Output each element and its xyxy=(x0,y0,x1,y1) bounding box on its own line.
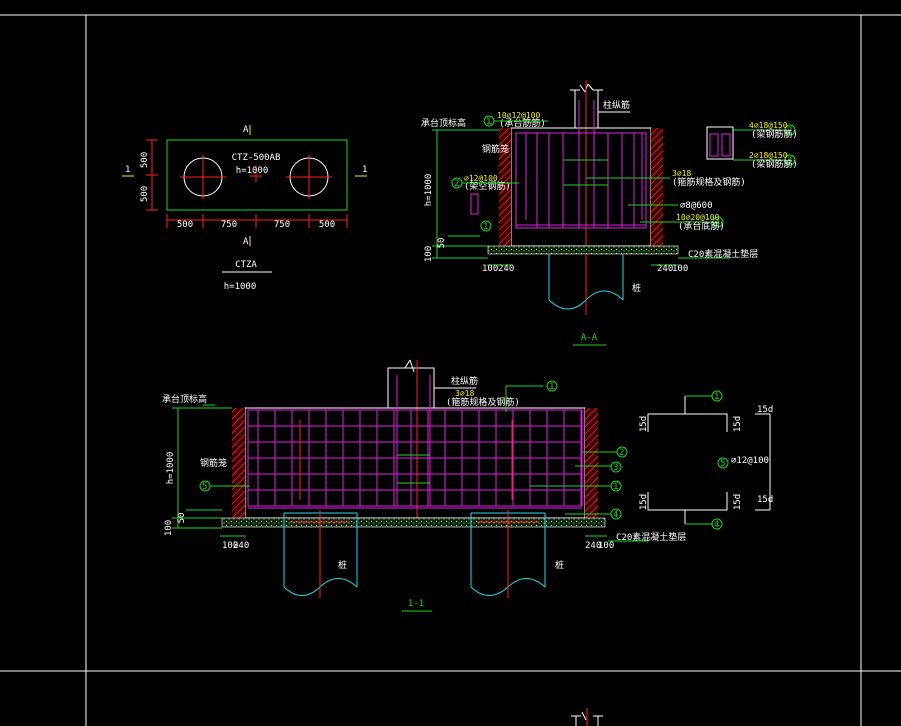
aa-note-3b: (箍筋规格及钢筋) xyxy=(672,176,746,188)
detail-dim-4: 15d xyxy=(639,494,649,510)
s11-marker-2: 2 xyxy=(619,448,624,458)
aa-note-6b: (梁钢筋筋) xyxy=(751,158,798,170)
aa-title: A-A xyxy=(581,333,598,343)
aa-note-6: 2⌀18@150 xyxy=(749,151,788,160)
section-mark-1-left: 1 xyxy=(125,165,130,175)
detail-marker-4: 4 xyxy=(714,520,719,530)
aa-note-5b: (梁钢筋筋) xyxy=(751,128,798,140)
next-drawing-fragment xyxy=(571,708,603,726)
plan-name: CTZ-500AB xyxy=(232,153,281,163)
s11-marker-4: 4 xyxy=(613,510,618,520)
s11-dim-height: h=1000 xyxy=(166,452,176,485)
aa-note-pile: 桩 xyxy=(632,282,641,294)
aa-dim-50: 50 xyxy=(437,238,447,249)
detail-dim-6: 15d xyxy=(757,495,773,505)
plan-dim-3: 750 xyxy=(274,220,290,230)
s11-dim-left-240: 240 xyxy=(233,541,249,551)
plan-view[interactable]: CTZ-500AB h=1000 A A 1 1 500 750 750 500… xyxy=(122,125,367,292)
plan-dim-left-1: 500 xyxy=(140,152,150,168)
aa-marker-1b: 1 xyxy=(483,222,488,232)
aa-dim-left-240: 240 xyxy=(498,264,514,274)
s11-note-column: 柱纵筋 xyxy=(451,375,478,387)
detail-marker-1: 1 xyxy=(714,392,719,402)
aa-marker-3: 3 xyxy=(787,156,792,166)
s11-note-3: 3⌀18 xyxy=(455,389,474,398)
aa-note-4: 10⌀20@100 xyxy=(676,213,720,222)
aa-note-1: 10⌀12@100 xyxy=(497,111,541,120)
section-mark-a-bottom: A xyxy=(243,237,249,247)
plan-height: h=1000 xyxy=(236,166,269,176)
aa-note-2: ⌀12@100 xyxy=(464,174,498,183)
s11-marker-1: 1 xyxy=(549,382,554,392)
aa-marker-2: 2 xyxy=(454,179,459,189)
aa-note-cage: 钢筋笼 xyxy=(482,143,509,155)
aa-note-stirrup: ⌀8@600 xyxy=(680,201,713,211)
s11-note-pile-2: 桩 xyxy=(555,559,564,571)
s11-note-pad: C20素混凝土垫层 xyxy=(616,531,686,543)
section-mark-1-right: 1 xyxy=(362,165,367,175)
s11-dim-left-100: 100 xyxy=(222,541,238,551)
aa-note-pad: C20素混凝土垫层 xyxy=(688,248,758,260)
aa-marker-2b: 2 xyxy=(787,126,792,136)
aa-note-2b: (架空钢筋) xyxy=(464,180,511,192)
s11-dim-50: 50 xyxy=(177,513,187,524)
aa-note-column: 柱纵筋 xyxy=(603,99,630,111)
aa-note-1b: (承台筋筋) xyxy=(499,117,546,129)
plan-dim-2: 750 xyxy=(221,220,237,230)
aa-marker-1: 1 xyxy=(486,117,491,127)
detail-dim-3: 15d xyxy=(757,405,773,415)
s11-dim-right-100: 100 xyxy=(598,541,614,551)
drawing-frame xyxy=(0,14,901,726)
aa-dim-right-240: 240 xyxy=(657,264,673,274)
aa-dim-height: h=1000 xyxy=(424,174,434,207)
detail-marker-5: 5 xyxy=(720,459,725,469)
plan-dim-1: 500 xyxy=(177,220,193,230)
plan-caption-sub: h=1000 xyxy=(224,282,257,292)
s11-note-cage: 钢筋笼 xyxy=(200,457,227,469)
aa-note-5: 4⌀18@150 xyxy=(749,121,788,130)
detail-label: ⌀12@100 xyxy=(731,456,769,466)
aa-note-top-elev: 承台顶标高 xyxy=(421,117,466,129)
aa-marker-4: 4 xyxy=(715,218,720,228)
s11-note-top-elev: 承台顶标高 xyxy=(162,393,207,405)
s11-note-3b: (箍筋规格及钢筋) xyxy=(446,396,520,408)
section-11[interactable]: 桩 桩 承台顶标高 h=1000 100 50 钢筋笼 5 100 240 24… xyxy=(162,359,686,612)
aa-dim-100: 100 xyxy=(424,246,434,262)
s11-title: 1-1 xyxy=(408,599,424,609)
aa-dim-left-100: 100 xyxy=(482,264,498,274)
plan-caption: CTZA xyxy=(235,260,257,270)
s11-marker-5: 5 xyxy=(202,482,207,492)
s11-dim-100: 100 xyxy=(164,520,174,536)
detail-dim-5: 15d xyxy=(733,494,743,510)
s11-marker-3: 3 xyxy=(613,463,618,473)
plan-dim-4: 500 xyxy=(319,220,335,230)
rebar-grid-1-1 xyxy=(248,410,582,506)
detail-dim-1: 15d xyxy=(639,416,649,432)
plan-dim-left-2: 500 xyxy=(140,186,150,202)
aa-note-3: 3⌀18 xyxy=(672,169,691,178)
detail-dim-2: 15d xyxy=(733,416,743,432)
section-mark-a-top: A xyxy=(243,125,249,135)
s11-marker-1b: 1 xyxy=(613,482,618,492)
section-aa[interactable]: h=1000 100 50 100 240 240 100 承台顶标高 1 10… xyxy=(421,80,798,346)
rebar-detail[interactable]: 1 5 ⌀12@100 4 15d 15d 15d 15d 15d 15d xyxy=(639,390,773,530)
s11-dim-right-240: 240 xyxy=(585,541,601,551)
aa-note-4b: (承台底筋) xyxy=(678,220,725,232)
s11-note-pile-1: 桩 xyxy=(338,559,347,571)
aa-dim-right-100: 100 xyxy=(672,264,688,274)
